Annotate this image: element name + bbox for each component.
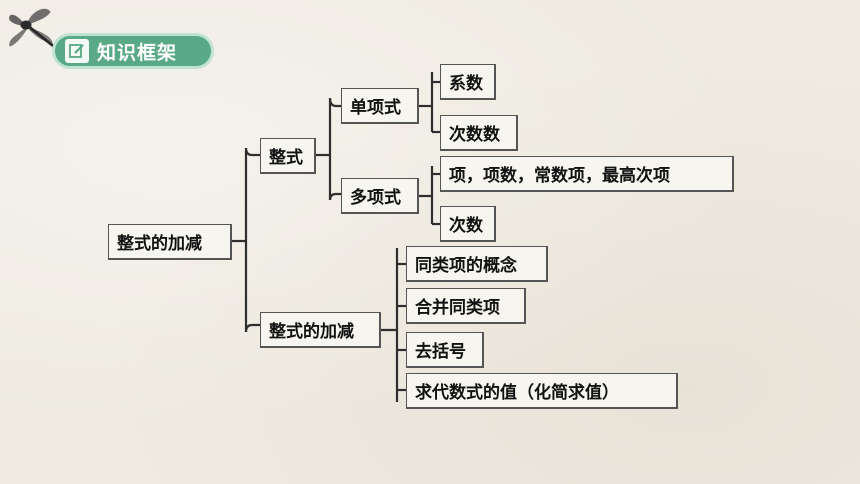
coefficient-node: 系数 [440, 64, 496, 100]
remove-brackets-node: 去括号 [406, 332, 484, 368]
root-label: 整式的加减 [117, 234, 202, 254]
dragonfly-icon [9, 8, 67, 58]
combine-like-terms-label: 合并同类项 [415, 298, 500, 318]
monomial-degree-label: 次数数 [449, 125, 500, 145]
polynomial-degree-label: 次数 [449, 216, 483, 236]
branch-b-label: 整式的加减 [269, 322, 354, 342]
section-title: 知识框架 [97, 41, 178, 64]
like-terms-concept-label: 同类项的概念 [415, 256, 517, 276]
branch-a-node: 整式 [260, 138, 316, 174]
section-header: 知识框架 [52, 33, 214, 69]
combine-like-terms-node: 合并同类项 [406, 288, 526, 324]
monomial-node: 单项式 [341, 88, 419, 124]
monomial-label: 单项式 [350, 98, 401, 118]
like-terms-concept-node: 同类项的概念 [406, 246, 548, 282]
evaluate-expression-node: 求代数式的值（化简求值） [406, 373, 678, 409]
evaluate-expression-label: 求代数式的值（化简求值） [415, 383, 619, 403]
remove-brackets-label: 去括号 [415, 342, 466, 362]
polynomial-node: 多项式 [341, 178, 419, 214]
branch-a-label: 整式 [269, 148, 303, 168]
root-node: 整式的加减 [108, 224, 232, 260]
polynomial-degree-node: 次数 [440, 206, 496, 242]
coefficient-label: 系数 [449, 74, 483, 94]
polynomial-terms-label: 项，项数，常数项，最高次项 [449, 166, 670, 186]
edit-note-icon [65, 39, 89, 63]
polynomial-terms-node: 项，项数，常数项，最高次项 [440, 156, 734, 192]
monomial-degree-node: 次数数 [440, 115, 518, 151]
polynomial-label: 多项式 [350, 188, 401, 208]
branch-b-node: 整式的加减 [260, 312, 381, 348]
